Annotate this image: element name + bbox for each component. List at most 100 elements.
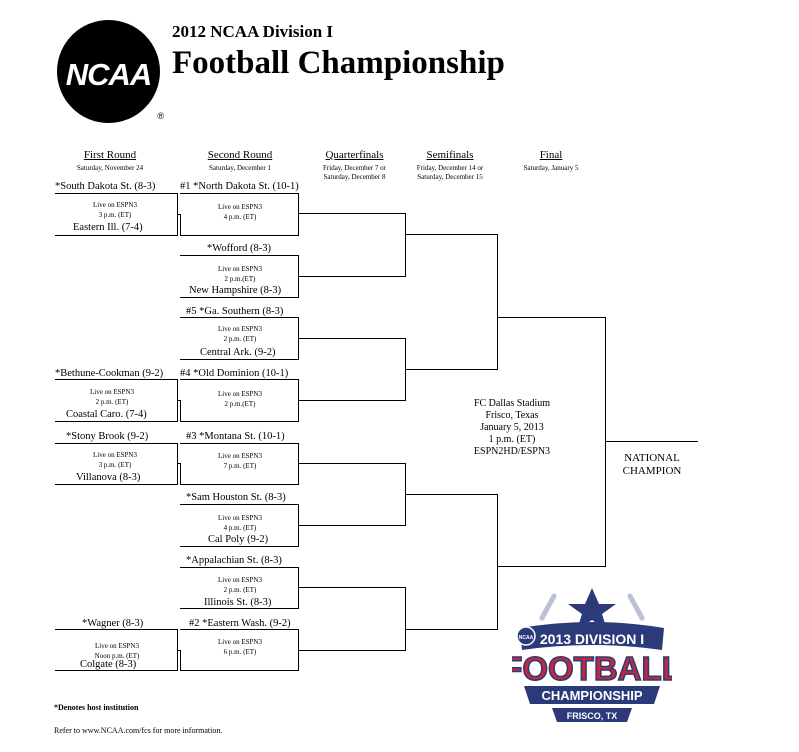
bracket-line [406,494,497,495]
game-info-time: 2 p.m. (ET) [95,398,129,406]
logo-line3: CHAMPIONSHIP [541,688,642,703]
bracket-line [299,276,405,277]
bracket-line [180,317,299,318]
bracket-line [497,494,498,630]
page-title: Football Championship [172,45,505,81]
bracket-line [55,235,178,236]
bracket-line [298,317,299,360]
bracket-line [180,443,299,444]
final-date: January 5, 2013 [480,422,544,433]
bracket-line [55,379,178,380]
final-broadcast: ESPN2HD/ESPN3 [473,446,551,457]
game-info-broadcast: Live on ESPN3 [218,638,262,646]
bracket-line [497,234,498,370]
champion-line2: CHAMPION [622,465,682,477]
game-info-broadcast: Live on ESPN3 [218,265,262,273]
more-info-note: Refer to www.NCAA.com/fcs for more infor… [54,726,223,735]
game-info-broadcast: Live on ESPN3 [93,451,137,459]
team-central-ark: Central Ark. (9-2) [200,347,276,358]
bracket-line [298,443,299,485]
bracket-line [605,317,606,567]
bracket-line [180,379,299,380]
final-time: 1 p.m. (ET) [488,434,536,445]
bracket-line [405,463,406,526]
bracket-line [405,213,406,277]
bracket-line [298,629,299,671]
page-subtitle: 2012 NCAA Division I [172,22,334,41]
bracket-line [406,369,497,370]
game-info-broadcast: Live on ESPN3 [90,388,134,396]
bracket-line [180,214,181,236]
team-coastal-caro: Coastal Caro. (7-4) [66,409,147,420]
bracket-line [298,567,299,609]
team-north-dakota-st: #1 *North Dakota St. (10-1) [180,181,299,192]
final-game-info: FC Dallas Stadium Frisco, Texas January … [448,398,576,458]
team-montana-st: #3 *Montana St. (10-1) [186,431,285,442]
team-south-dakota-st: *South Dakota St. (8-3) [55,181,156,192]
bracket-line [299,463,405,464]
game-info-time: 3 p.m. (ET) [98,211,132,219]
registered-mark: ® [157,111,164,121]
round-header-second: Second Round [207,149,273,161]
round-date-second: Saturday, December 1 [209,164,271,172]
final-venue: FC Dallas Stadium [473,398,551,409]
bracket-line [55,443,178,444]
team-old-dominion: #4 *Old Dominion (10-1) [180,368,289,379]
game-info-time: 2 p.m. (ET) [223,586,257,594]
bracket-line [180,484,299,485]
bracket-line [55,670,178,671]
logo-line2: FOOTBALL [512,650,672,687]
bracket-line [498,566,606,567]
round-date-quarterfinals: Friday, December 7 or Saturday, December… [323,164,386,181]
game-info-time: 2 p.m.(ET) [224,275,256,283]
bracket-line [180,297,299,298]
bracket-line [299,400,405,401]
round-date-first: Saturday, November 24 [76,164,144,172]
team-eastern-ill: Eastern Ill. (7-4) [73,222,143,233]
bracket-line [180,629,299,630]
bracket-line [180,463,181,485]
bracket-line [406,629,497,630]
bracket-line [180,650,181,671]
bracket-line [180,608,299,609]
round-header-quarterfinals: Quarterfinals [325,149,384,161]
round-header-final: Final [539,149,563,161]
bracket-line [299,525,405,526]
team-wofford: *Wofford (8-3) [207,243,271,254]
bracket-line [498,317,606,318]
bracket-line [180,255,299,256]
champion-line1: NATIONAL [624,452,680,464]
championship-logo: 2013 DIVISION I NCAA FOOTBALL CHAMPIONSH… [512,588,672,722]
game-info-time: Noon p.m. (ET) [94,652,140,660]
bracket-line [177,379,178,422]
bracket-line [298,255,299,298]
bracket-line [180,670,299,671]
game-info-time: 2 p.m. (ET) [223,335,257,343]
round-header-semifinals: Semifinals [426,149,474,161]
game-info-broadcast: Live on ESPN3 [95,642,139,650]
bracket-line [180,400,181,422]
team-eastern-wash: #2 *Eastern Wash. (9-2) [189,618,291,629]
logo-line1: 2013 DIVISION I [540,631,644,647]
bracket-line [405,338,406,401]
bracket-line [406,234,497,235]
bracket-line [177,193,178,236]
ncaa-logo-text: NCAA [65,57,153,92]
team-cal-poly: Cal Poly (9-2) [208,534,269,545]
bracket-line [180,359,299,360]
game-info-broadcast: Live on ESPN3 [218,514,262,522]
bracket-line [180,421,299,422]
bracket-line [180,567,299,568]
team-villanova: Villanova (8-3) [76,472,141,483]
bracket-line [178,650,180,651]
game-info-broadcast: Live on ESPN3 [218,203,262,211]
team-wagner: *Wagner (8-3) [82,618,144,629]
team-colgate: Colgate (8-3) [80,659,137,670]
ncaa-badge [516,626,536,646]
game-info-broadcast: Live on ESPN3 [218,452,262,460]
national-champion-label: NATIONAL CHAMPION [606,452,698,478]
bracket-line [55,193,178,194]
bracket-line [298,193,299,236]
game-info-time: 3 p.m. (ET) [98,461,132,469]
bracket-line [299,338,405,339]
